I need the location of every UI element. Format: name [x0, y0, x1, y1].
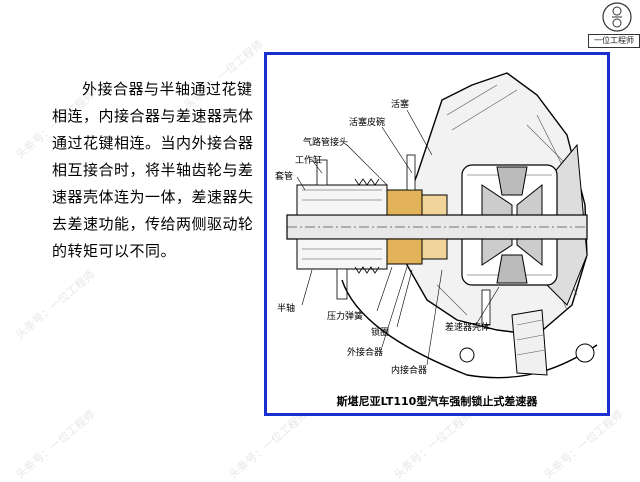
logo-caption: 一位工程师 [588, 34, 640, 48]
watermark: 头条号：一位工程师 [541, 407, 626, 482]
figure-caption: 斯堪尼亚LT110型汽车强制锁止式差速器 [336, 395, 538, 408]
label-inner-clutch: 内接合器 [391, 366, 428, 376]
watermark: 头条号：一位工程师 [226, 407, 311, 482]
differential-figure: 活塞 活塞皮碗 气路管接头 工作缸 套管 半轴 压力弹簧 锁圈 外接合器 内接合… [264, 52, 610, 416]
label-lock-ring: 锁圈 [371, 328, 390, 338]
label-working-cylinder: 工作缸 [295, 156, 323, 166]
differential-drawing [286, 72, 598, 379]
label-air-pipe-joint: 气路管接头 [303, 138, 349, 148]
label-piston-cup: 活塞皮碗 [349, 118, 386, 128]
label-diff-housing: 差速器壳体 [445, 323, 491, 333]
label-sleeve: 套管 [275, 172, 294, 182]
engineer-logo-icon [602, 2, 632, 32]
body-paragraph: 外接合器与半轴通过花键相连，内接合器与差速器壳体通过花键相连。当内外接合器相互接… [52, 80, 254, 260]
watermark: 头条号：一位工程师 [391, 407, 476, 482]
watermark: 头条号：一位工程师 [13, 407, 98, 482]
label-half-shaft: 半轴 [277, 304, 296, 314]
logo [594, 0, 640, 48]
label-pressure-spring: 压力弹簧 [327, 312, 364, 322]
label-piston: 活塞 [391, 100, 410, 110]
label-outer-clutch: 外接合器 [347, 348, 384, 358]
watermark: 头条号：一位工程师 [13, 267, 98, 342]
